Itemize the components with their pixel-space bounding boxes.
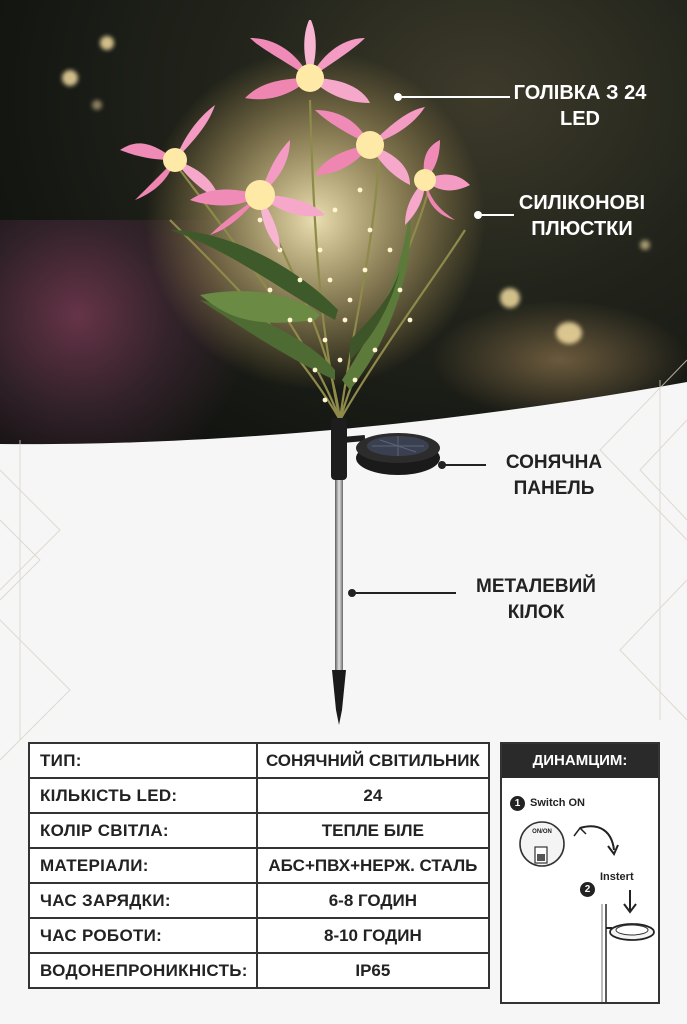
spec-key: КОЛІР СВІТЛА: <box>28 812 258 849</box>
insert-illustration <box>601 890 655 1002</box>
callout-leader-petals <box>478 214 514 216</box>
spec-key: ЧАС РОБОТИ: <box>28 917 258 954</box>
bokeh-light <box>100 36 114 50</box>
bokeh-light <box>556 322 582 344</box>
spec-table: ТИП:СОНЯЧНИЙ СВІТИЛЬНИК КІЛЬКІСТЬ LED:24… <box>28 742 491 989</box>
spec-key: ВОДОНЕПРОНИКНІСТЬ: <box>28 952 258 989</box>
instruction-panel: ДИНАМЦИМ: 1 Switch ON ON/ON Instert 2 <box>500 742 660 1004</box>
stake-tip <box>332 670 346 725</box>
spec-value: 24 <box>255 777 491 814</box>
solar-panel <box>341 433 440 475</box>
spec-value: 6-8 ГОДИН <box>255 882 491 919</box>
step-1-badge: 1 <box>510 796 525 811</box>
bokeh-light <box>62 70 78 86</box>
callout-leader-stake <box>352 592 456 594</box>
lily-flower <box>190 140 325 250</box>
table-row: ТИП:СОНЯЧНИЙ СВІТИЛЬНИК <box>28 742 491 779</box>
stake-clip <box>331 418 347 480</box>
lily-flower <box>405 140 470 225</box>
bokeh-light <box>500 288 520 308</box>
switch-label: ON/ON <box>532 829 552 835</box>
callout-leader-head <box>398 96 510 98</box>
table-row: ВОДОНЕПРОНИКНІСТЬ:IP65 <box>28 952 491 989</box>
spec-value: АБС+ПВХ+НЕРЖ. СТАЛЬ <box>255 847 491 884</box>
table-row: КІЛЬКІСТЬ LED:24 <box>28 777 491 814</box>
bokeh-light <box>92 100 102 110</box>
solar-lily-light <box>120 20 485 725</box>
callout-head: ГОЛІВКА З 24 LED <box>513 82 647 130</box>
spec-key: МАТЕРІАЛИ: <box>28 847 258 884</box>
table-row: ЧАС ЗАРЯДКИ:6-8 ГОДИН <box>28 882 491 919</box>
table-row: ЧАС РОБОТИ:8-10 ГОДИН <box>28 917 491 954</box>
instruction-title: ДИНАМЦИМ: <box>502 744 658 778</box>
spec-value: СОНЯЧНИЙ СВІТИЛЬНИК <box>255 742 491 779</box>
led-dots <box>257 187 413 403</box>
switch-illustration <box>519 821 619 867</box>
spec-value: 8-10 ГОДИН <box>255 917 491 954</box>
callout-panel: СОНЯЧНА ПАНЕЛЬ <box>505 452 603 499</box>
lily-flower <box>315 107 425 185</box>
spec-key: КІЛЬКІСТЬ LED: <box>28 777 258 814</box>
spec-key: ЧАС ЗАРЯДКИ: <box>28 882 258 919</box>
callout-stake: МЕТАЛЕВИЙ КІЛОК <box>476 576 596 623</box>
leaves <box>170 210 411 390</box>
table-row: КОЛІР СВІТЛА:ТЕПЛЕ БІЛЕ <box>28 812 491 849</box>
callout-leader-panel <box>442 464 486 466</box>
step-1-text: Switch ON <box>530 797 586 809</box>
bokeh-light <box>640 240 650 250</box>
spec-value: ТЕПЛЕ БІЛЕ <box>255 812 491 849</box>
step-2-badge: 2 <box>580 882 595 897</box>
lily-flower <box>245 20 370 103</box>
spec-value: IP65 <box>255 952 491 989</box>
step-2-text: Instert <box>600 871 634 883</box>
metal-stake <box>335 480 343 675</box>
lily-flower <box>120 105 220 200</box>
spec-key: ТИП: <box>28 742 258 779</box>
table-row: МАТЕРІАЛИ:АБС+ПВХ+НЕРЖ. СТАЛЬ <box>28 847 491 884</box>
callout-petals: СИЛІКОНОВІ ПЛЮСТКИ <box>518 192 646 240</box>
